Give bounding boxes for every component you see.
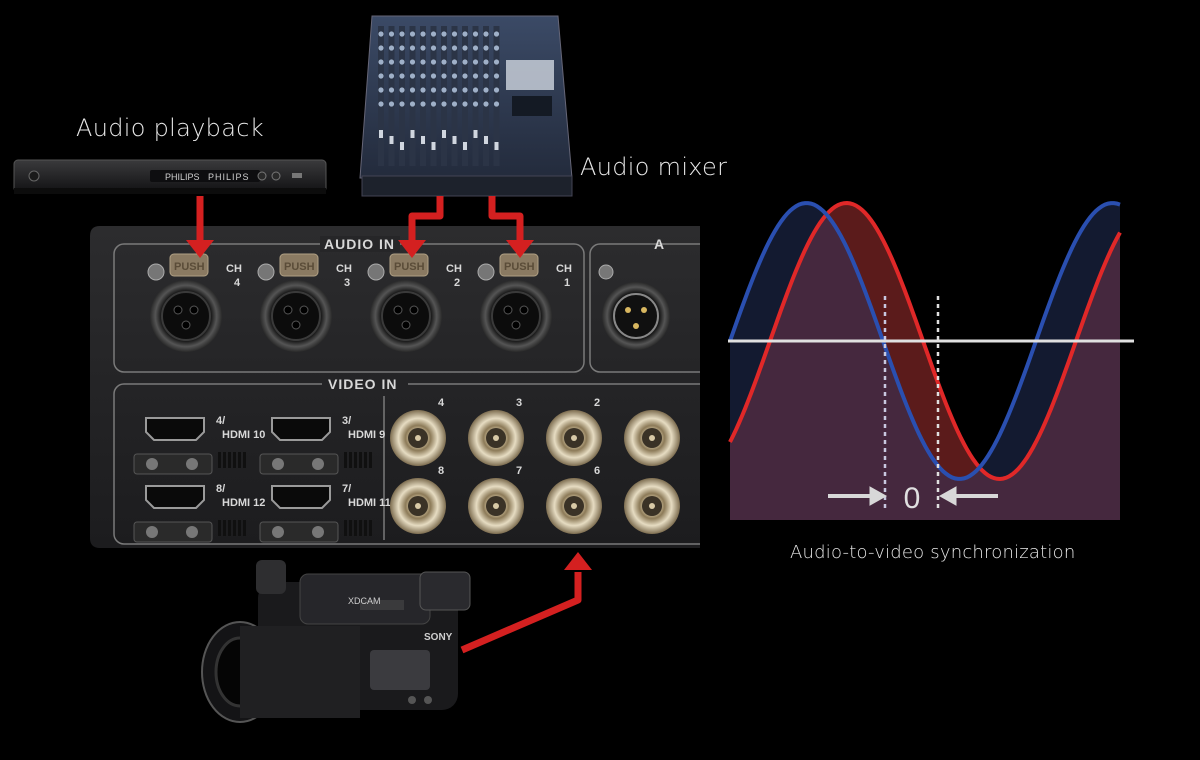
push-tab-label: PUSH	[284, 261, 315, 273]
push-tab-label: PUSH	[504, 261, 535, 273]
channel-label: CH	[336, 263, 352, 275]
player-brand-right: PHILIPS	[208, 172, 250, 182]
svg-text:A: A	[654, 236, 664, 252]
hdmi-port	[145, 417, 205, 441]
hdmi-label-sub: HDMI 10	[222, 429, 265, 441]
channel-number: 3	[344, 277, 350, 289]
hdmi-label: 3/	[342, 415, 351, 427]
channel-label: CH	[556, 263, 572, 275]
push-tab-label: PUSH	[174, 261, 205, 273]
bnc-label: 7	[516, 465, 522, 477]
rear-panel: AUDIO IN A VIDEO IN PUSH CH 4 PUSH CH 3 PUSH CH…	[90, 226, 700, 548]
mixer-to-ch1-arrow	[488, 196, 524, 244]
camcorder-device: XDCAM SONY	[201, 560, 471, 723]
channel-number: 1	[564, 277, 570, 289]
connection-diagram: PHILIPS PHILIPS AUDIO IN A VIDEO IN PUSH…	[13, 15, 700, 723]
bnc-label: 3	[516, 397, 522, 409]
channel-label: CH	[226, 263, 242, 275]
hdmi-port	[271, 417, 331, 441]
hdmi-port	[145, 485, 205, 509]
sync-waveform-chart: 0	[728, 200, 1134, 520]
signal-arrows	[196, 196, 582, 654]
audio-waveform	[728, 200, 1122, 482]
audio-playback-label: Audio playback	[76, 114, 264, 142]
hdmi-port	[271, 485, 331, 509]
audio-playback-device: PHILIPS PHILIPS	[13, 159, 327, 194]
camera-model-label: XDCAM	[348, 596, 381, 606]
camera-brand-label: SONY	[424, 632, 453, 643]
hdmi-label: 4/	[216, 415, 225, 427]
sync-caption: Audio-to-video synchronization	[790, 542, 1076, 563]
hdmi-label: 7/	[342, 483, 351, 495]
audio-in-heading: AUDIO IN	[324, 236, 395, 252]
player-brand-left: PHILIPS	[165, 172, 200, 182]
hdmi-label-sub: HDMI 12	[222, 497, 265, 509]
mixer-to-ch2-arrow	[408, 196, 444, 244]
channel-number: 4	[234, 277, 241, 289]
hdmi-label: 8/	[216, 483, 225, 495]
hdmi-label-sub: HDMI 11	[348, 497, 391, 509]
offset-arrows	[828, 486, 998, 506]
bnc-label: 8	[438, 465, 444, 477]
push-tab-label: PUSH	[394, 261, 425, 273]
bnc-label: 6	[594, 465, 600, 477]
channel-number: 2	[454, 277, 460, 289]
video-in-heading: VIDEO IN	[328, 376, 397, 392]
audio-mixer-label: Audio mixer	[580, 153, 728, 181]
bnc-label: 2	[594, 397, 600, 409]
bnc-label: 4	[438, 397, 445, 409]
camera-to-video-arrow	[460, 572, 582, 654]
hdmi-label-sub: HDMI 9	[348, 429, 385, 441]
offset-value: 0	[904, 482, 921, 515]
audio-mixer-device	[359, 15, 573, 197]
video-waveform	[728, 201, 1121, 481]
channel-label: CH	[446, 263, 462, 275]
